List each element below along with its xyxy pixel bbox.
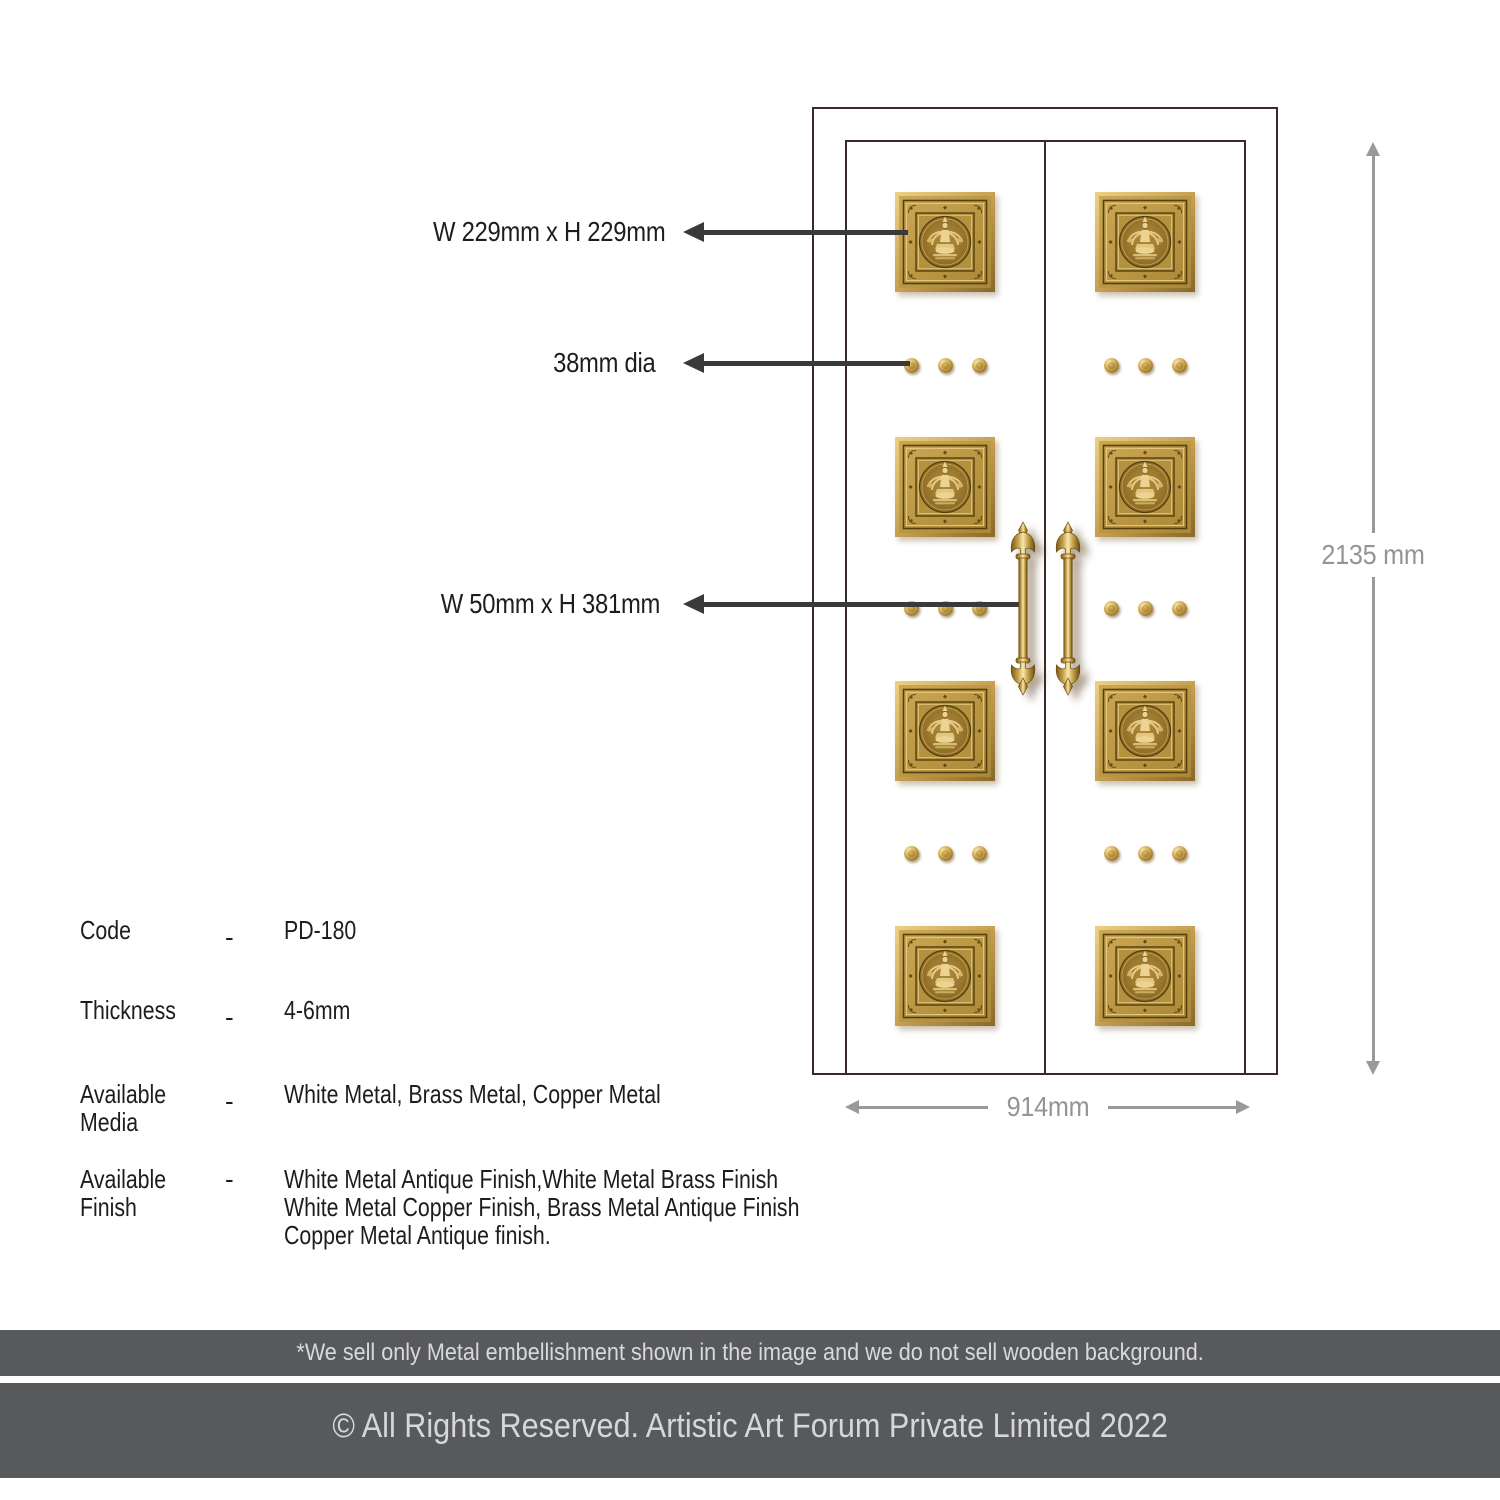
height-dim-line [1371, 577, 1375, 1062]
stud-group [903, 357, 987, 373]
arrow-left-icon [683, 353, 704, 373]
dim-arrow-right-icon [1236, 1100, 1250, 1114]
leader-line [702, 360, 910, 366]
dim-arrow-down-icon [1366, 1061, 1380, 1075]
disclaimer-bar: *We sell only Metal embellishment shown … [0, 1330, 1500, 1376]
stud-dot [1103, 600, 1119, 616]
stud-dot [937, 845, 953, 861]
spec-label: Thickness [80, 995, 176, 1025]
stud-dot [1137, 845, 1153, 861]
spec-separator: - [225, 1002, 234, 1032]
stud-dot [971, 845, 987, 861]
deity-plaque [1095, 681, 1195, 781]
spec-label: Code [80, 915, 131, 945]
arrow-left-icon [683, 222, 704, 242]
dim-arrow-left-icon [845, 1100, 859, 1114]
stud-group [903, 845, 987, 861]
door-height-value: 2135 mm [1321, 539, 1425, 570]
dim-arrow-up-icon [1366, 142, 1380, 156]
height-dim-line [1371, 155, 1375, 533]
copyright-text: © All Rights Reserved. Artistic Art Foru… [332, 1407, 1168, 1445]
deity-plaque [895, 192, 995, 292]
stud-dot [1171, 357, 1187, 373]
door-width-value: 914mm [1006, 1091, 1090, 1122]
stud-dot [1171, 600, 1187, 616]
spec-value: PD-180 [284, 915, 357, 945]
leader-line [702, 601, 1022, 607]
stud-diameter-label: 38mm dia [553, 347, 657, 378]
spec-value: White Metal, Brass Metal, Copper Metal [284, 1079, 661, 1109]
deity-plaque [895, 926, 995, 1026]
stud-dot [1171, 845, 1187, 861]
stud-dot [1137, 357, 1153, 373]
deity-plaque [1095, 192, 1195, 292]
arrow-left-icon [683, 594, 704, 614]
copyright-bar: © All Rights Reserved. Artistic Art Foru… [0, 1383, 1500, 1478]
spec-value: White Metal Antique Finish,White Metal B… [284, 1164, 800, 1250]
spec-separator: - [225, 1086, 234, 1116]
stud-group [1103, 357, 1187, 373]
spec-separator: - [225, 1164, 234, 1194]
deity-plaque [895, 681, 995, 781]
stud-dot [1103, 845, 1119, 861]
deity-plaque [1095, 926, 1195, 1026]
stud-dot [1103, 357, 1119, 373]
width-dim-line [858, 1105, 988, 1109]
deity-plaque [1095, 437, 1195, 537]
stud-group [1103, 845, 1187, 861]
plaque-size-label: W 229mm x H 229mm [432, 216, 666, 247]
stud-dot [971, 357, 987, 373]
disclaimer-text: *We sell only Metal embellishment shown … [296, 1339, 1204, 1366]
leader-line [702, 229, 908, 235]
stud-dot [1137, 600, 1153, 616]
deity-plaque [895, 437, 995, 537]
stud-dot [937, 357, 953, 373]
spec-value: 4-6mm [284, 995, 351, 1025]
width-dim-line [1108, 1105, 1237, 1109]
stud-group [1103, 600, 1187, 616]
door-center-divider [1044, 140, 1046, 1075]
spec-separator: - [225, 922, 234, 952]
stud-dot [903, 845, 919, 861]
handle-size-label: W 50mm x H 381mm [440, 588, 661, 619]
door-handle [1048, 521, 1088, 697]
door-handle [1003, 521, 1043, 697]
